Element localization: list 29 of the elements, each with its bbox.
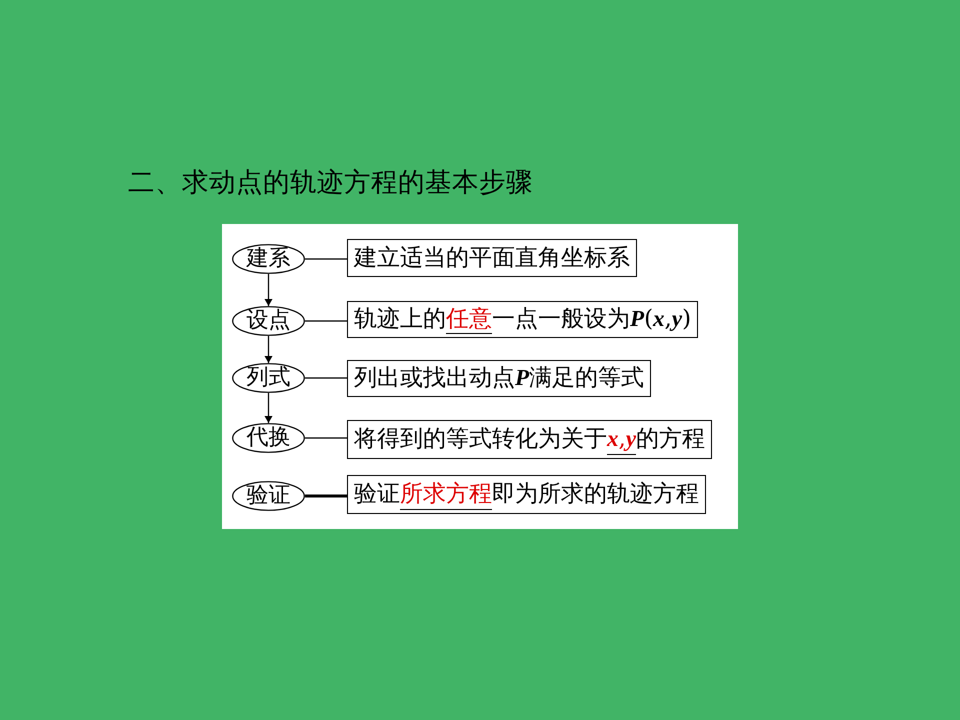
- step-label: 代换: [246, 426, 290, 450]
- connector-line: [305, 258, 347, 260]
- step-text: 列出或找出动点P满足的等式: [354, 365, 644, 392]
- step-box: [347, 360, 652, 397]
- connector-line: [305, 437, 347, 439]
- step-box: [347, 301, 698, 338]
- step-ellipse: [232, 481, 305, 511]
- step-label: 设点: [246, 308, 290, 334]
- connector-line: [305, 494, 347, 498]
- step-ellipse: [232, 306, 305, 336]
- slide-title: 二、求动点的轨迹方程的基本步骤: [128, 167, 533, 199]
- connector-line: [305, 320, 347, 322]
- arrow: [264, 336, 272, 363]
- arrow: [264, 274, 272, 306]
- step-label: 列式: [246, 366, 290, 390]
- step-box: [347, 475, 706, 514]
- step-ellipse: [232, 363, 305, 393]
- step-ellipse: [232, 244, 305, 274]
- step-label: 验证: [246, 484, 290, 508]
- step-text: 建立适当的平面直角坐标系: [354, 244, 630, 272]
- step-box: [347, 420, 712, 459]
- step-box: [347, 239, 637, 277]
- step-text: 将得到的等式转化为关于x,y的方程: [354, 426, 706, 453]
- step-label: 建系: [246, 246, 290, 272]
- step-text: 验证所求方程即为所求的轨迹方程: [354, 481, 699, 508]
- arrow: [264, 393, 272, 423]
- step-ellipse: [232, 423, 305, 453]
- step-text: 轨迹上的任意一点一般设为P(x,y): [354, 306, 692, 333]
- connector-line: [305, 377, 347, 379]
